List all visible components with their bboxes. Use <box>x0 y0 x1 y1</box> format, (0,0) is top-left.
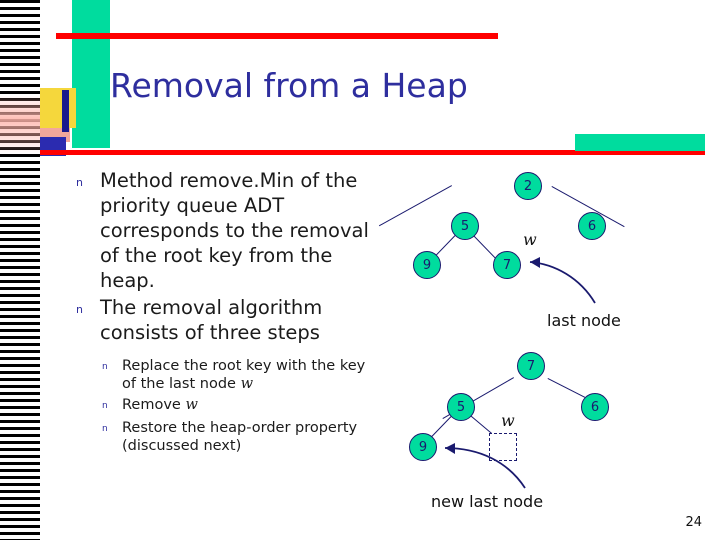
bullet-marker-icon: n <box>76 303 83 316</box>
heap-node-w-label: w <box>501 411 515 430</box>
slide-number: 24 <box>685 515 702 530</box>
heap-diagram-after: 7 5 6 9 w <box>390 348 710 508</box>
heap-diagram-before: 2 5 6 9 7 w <box>378 168 710 338</box>
decorative-green-block-right <box>575 134 705 151</box>
new-last-node-caption: new last node <box>431 492 544 511</box>
heap-node-root: 2 <box>514 172 542 200</box>
sub-bullet-item: n Replace the root key with the key of t… <box>100 357 372 393</box>
sub-bullet-text-italic: w <box>185 397 198 413</box>
heap-node-root: 7 <box>517 352 545 380</box>
sub-bullet-item: n Restore the heap-order property (discu… <box>100 419 372 455</box>
bullet-marker-icon: n <box>76 176 83 189</box>
heap-node-left-right: 7 <box>493 251 521 279</box>
bullet-item: n The removal algorithm consists of thre… <box>72 295 372 345</box>
new-last-node-pointer-arrow <box>444 443 526 489</box>
sub-bullet-text: Restore the heap-order property (discuss… <box>122 419 372 455</box>
heap-node-left: 5 <box>447 393 475 421</box>
sub-bullet-item: n Remove w <box>100 396 372 416</box>
bullet-text: The removal algorithm consists of three … <box>100 296 323 344</box>
sub-bullet-text-main: Replace the root key with the key of the… <box>122 358 366 392</box>
decorative-stripe-bar <box>0 0 40 540</box>
sub-bullet-text-italic: w <box>240 376 253 392</box>
decorative-blue-bar <box>62 90 69 132</box>
bullet-marker-icon: n <box>102 424 108 434</box>
decorative-green-block-top <box>72 0 110 148</box>
heap-node-right: 6 <box>578 212 606 240</box>
heap-node-left: 5 <box>451 212 479 240</box>
heap-node-left-left: 9 <box>413 251 441 279</box>
bullet-item: n Method remove.Min of the priority queu… <box>72 168 372 293</box>
sub-bullet-text-main: Restore the heap-order property (discuss… <box>122 420 358 454</box>
body-content: n Method remove.Min of the priority queu… <box>72 168 372 458</box>
decorative-stripe-fade <box>0 95 40 155</box>
bullet-text: Method remove.Min of the priority queue … <box>100 169 369 292</box>
decorative-red-rule-bottom <box>40 150 705 155</box>
sub-bullet-text: Remove w <box>122 396 372 414</box>
heap-node-removed-placeholder <box>489 433 517 461</box>
heap-node-w-label: w <box>523 230 537 249</box>
heap-node-left-left: 9 <box>409 433 437 461</box>
page-title: Removal from a Heap <box>110 66 468 105</box>
bullet-marker-icon: n <box>102 362 108 372</box>
sub-bullet-text-main: Remove <box>122 397 186 413</box>
decorative-yellow-block <box>40 88 76 128</box>
sub-bullet-list: n Replace the root key with the key of t… <box>100 357 372 455</box>
last-node-caption: last node <box>547 311 621 330</box>
last-node-pointer-arrow <box>529 257 596 304</box>
heap-edge <box>378 185 452 227</box>
decorative-red-rule-top <box>56 33 498 39</box>
bullet-marker-icon: n <box>102 401 108 411</box>
heap-node-right: 6 <box>581 393 609 421</box>
sub-bullet-text: Replace the root key with the key of the… <box>122 357 372 393</box>
